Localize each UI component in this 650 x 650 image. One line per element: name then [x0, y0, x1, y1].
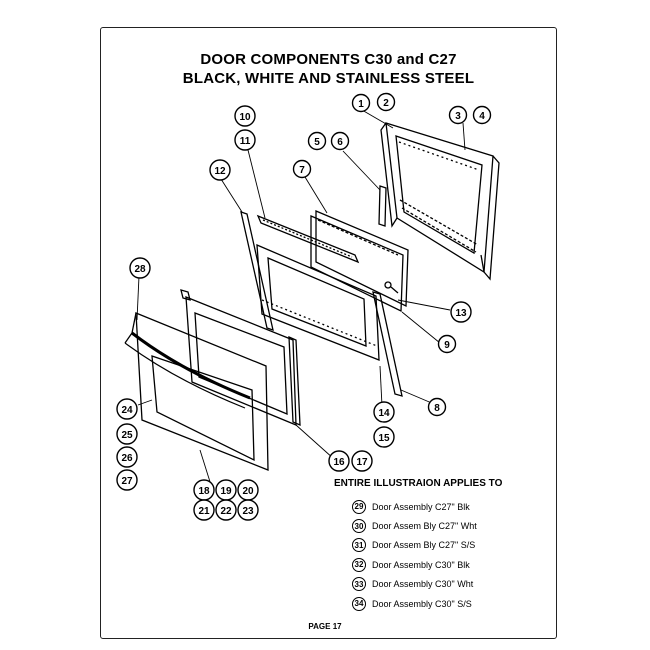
- callout-23-label: 23: [242, 506, 254, 517]
- front-door-panel: [124, 312, 269, 471]
- callout-7-label: 7: [299, 165, 305, 176]
- callout-9: [437, 334, 457, 354]
- legend-item-number: 29: [352, 499, 366, 514]
- legend-item-number: 33: [352, 577, 366, 592]
- legend-item: 30 Door Assem Bly C27" Wht: [352, 516, 477, 535]
- callout-1: [351, 93, 371, 113]
- callout-11: [234, 129, 256, 151]
- legend-item-label: Door Assem Bly C27" Wht: [372, 521, 477, 532]
- legend-item-label: Door Assembly C30" Wht: [372, 579, 474, 590]
- callout-25: [116, 423, 138, 445]
- callout-6: [330, 131, 350, 151]
- callout-22-label: 22: [220, 506, 232, 517]
- callout-3: [448, 105, 468, 125]
- callout-8: [427, 397, 447, 417]
- legend-item-label: Door Assem Bly C27" S/S: [372, 540, 476, 551]
- diagram-title-line1: DOOR COMPONENTS C30 and C27: [200, 51, 457, 68]
- inner-glass-pane: [310, 210, 409, 313]
- legend-item: 33 Door Assembly C30" Wht: [352, 575, 477, 594]
- diagram-title-line2: BLACK, WHITE AND STAINLESS STEEL: [182, 70, 475, 87]
- callout-26: [116, 446, 138, 468]
- callout-28: [129, 257, 151, 279]
- callout-13-label: 13: [455, 308, 467, 319]
- callout-4: [472, 105, 492, 125]
- callout-18-label: 18: [198, 486, 210, 497]
- callout-1-label: 1: [358, 99, 364, 110]
- legend-heading: ENTIRE ILLUSTRAION APPLIES TO: [334, 478, 503, 489]
- callout-25-label: 25: [121, 430, 133, 441]
- legend-item-label: Door Assembly C30" Blk: [372, 559, 470, 570]
- legend-item: 29 Door Assembly C27" Blk: [352, 497, 477, 516]
- callout-16-label: 16: [333, 457, 345, 468]
- callout-15: [373, 426, 395, 448]
- callout-5: [307, 131, 327, 151]
- callout-10-label: 10: [239, 112, 251, 123]
- callout-7: [292, 159, 312, 179]
- callout-11-label: 11: [240, 136, 251, 147]
- right-vertical-bracket: [372, 291, 403, 397]
- callout-21-label: 21: [198, 506, 210, 517]
- callout-6-label: 6: [337, 137, 343, 148]
- legend-item: 31 Door Assem Bly C27" S/S: [352, 536, 477, 555]
- legend-item-number: 31: [352, 538, 366, 553]
- callout-20-label: 20: [242, 486, 254, 497]
- top-trim-bar: [256, 214, 360, 264]
- legend-item: 32 Door Assembly C30" Blk: [352, 555, 477, 574]
- callout-5-label: 5: [314, 137, 320, 148]
- callout-24-label: 24: [121, 405, 133, 416]
- lower-trim-rail: [180, 289, 301, 427]
- callout-10: [234, 105, 256, 127]
- callout-12-label: 12: [214, 166, 226, 177]
- callout-28-label: 28: [134, 264, 146, 275]
- callout-22: [215, 499, 237, 521]
- hinge-strip: [378, 185, 387, 227]
- callout-14-label: 14: [378, 408, 390, 419]
- legend-item-number: 30: [352, 519, 366, 534]
- small-clip: [384, 281, 399, 294]
- page-number: PAGE 17: [308, 622, 342, 631]
- inner-panel-frame: [256, 243, 380, 361]
- callout-17: [351, 450, 373, 472]
- legend-item-label: Door Assembly C27" Blk: [372, 501, 470, 512]
- callout-16: [328, 450, 350, 472]
- callout-8-label: 8: [434, 403, 440, 414]
- page-border: [100, 27, 557, 639]
- callout-27-label: 27: [121, 476, 133, 487]
- callout-27: [116, 469, 138, 491]
- left-vertical-bracket: [240, 211, 274, 331]
- callout-9-label: 9: [444, 340, 450, 351]
- callout-23: [237, 499, 259, 521]
- callout-26-label: 26: [121, 453, 133, 464]
- callout-2-label: 2: [383, 98, 389, 109]
- callout-14: [373, 401, 395, 423]
- callout-21: [193, 499, 215, 521]
- callout-3-label: 3: [455, 111, 461, 122]
- outer-door-frame: [380, 122, 500, 281]
- callout-4-label: 4: [479, 111, 485, 122]
- legend-item-number: 32: [352, 557, 366, 572]
- assembly-legend: 29 Door Assembly C27" Blk 30 Door Assem …: [352, 497, 477, 613]
- callout-2: [376, 92, 396, 112]
- callout-13: [450, 301, 472, 323]
- callout-17-label: 17: [356, 457, 368, 468]
- legend-item-number: 34: [352, 596, 366, 611]
- callout-24: [116, 398, 138, 420]
- callout-19-label: 19: [220, 486, 232, 497]
- legend-item: 34 Door Assembly C30" S/S: [352, 594, 477, 613]
- legend-item-label: Door Assembly C30" S/S: [372, 598, 472, 609]
- callout-15-label: 15: [378, 433, 390, 444]
- callout-12: [209, 159, 231, 181]
